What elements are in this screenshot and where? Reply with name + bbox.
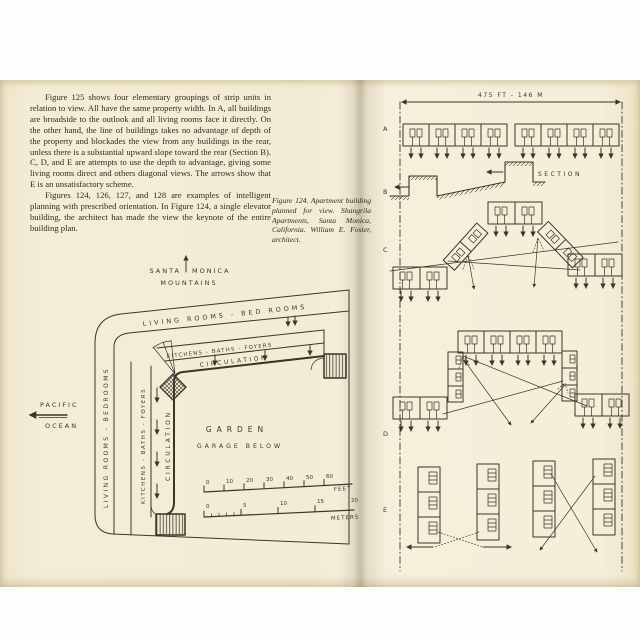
scheme-letter-b: B: [383, 188, 387, 196]
book-spread: Figure 125 shows four elementary groupin…: [0, 80, 640, 587]
diagonal-view-arrow: [530, 384, 566, 424]
slab-building: [592, 458, 616, 536]
band-label-living-left: LIVING ROOMS - BEDROOMS: [103, 367, 110, 508]
view-arrows: [466, 355, 554, 365]
svg-text:0: 0: [206, 504, 210, 510]
strip-unit-schemes-diagram: 475 FT - 146 M A B C D E: [383, 92, 630, 572]
body-text-column: Figure 125 shows four elementary groupin…: [30, 92, 271, 234]
garage-below-label: GARAGE BELOW: [197, 443, 283, 450]
slab-building: [447, 351, 464, 403]
svg-text:OCEAN: OCEAN: [45, 422, 78, 430]
crossed-sight-lines-dotted: [434, 531, 484, 548]
view-arrows: [496, 226, 533, 236]
svg-text:10: 10: [280, 501, 287, 507]
view-arrows: [523, 148, 611, 158]
view-fan-dots: [462, 237, 545, 270]
garden-label: GARDEN: [206, 425, 268, 434]
elevator-core: [152, 339, 187, 401]
strip-building: [392, 396, 448, 420]
dimension-label: 475 FT - 146 M: [478, 92, 544, 99]
scheme-e: [406, 458, 616, 553]
page-gutter-shadow: [338, 80, 386, 587]
scale-bar-feet: 0 10 20 30 40 50 60 FEET: [203, 474, 353, 493]
diagonal-view-arrow: [467, 254, 476, 290]
paragraph-figure-125: Figure 125 shows four elementary groupin…: [30, 92, 271, 190]
strip-building: [402, 123, 508, 147]
scheme-a: [402, 123, 620, 158]
svg-text:50: 50: [306, 475, 313, 481]
view-arrows: [583, 418, 620, 428]
scheme-letter-e: E: [383, 506, 387, 514]
diagonal-view-arrow: [532, 237, 539, 288]
band-label-living-top: LIVING ROOMS - BED ROOMS: [142, 303, 307, 328]
svg-text:5: 5: [243, 503, 247, 509]
view-fan-dots: [458, 355, 569, 394]
svg-text:0: 0: [206, 480, 210, 486]
fan-stair: [152, 339, 176, 375]
svg-text:30: 30: [266, 477, 273, 483]
strip-building: [514, 123, 620, 147]
paragraph-figures-124-128: Figures 124, 126, 127, and 128 are examp…: [30, 190, 271, 233]
slab-building: [476, 463, 500, 541]
scheme-b-section: SECTION: [389, 161, 582, 200]
strip-building: [487, 201, 543, 225]
pacific-ocean-label: PACIFIC OCEAN: [28, 401, 79, 430]
figure-124-caption: Figure 124. Apartment building planned f…: [272, 196, 371, 245]
svg-text:20: 20: [351, 498, 358, 504]
svg-text:60: 60: [326, 474, 333, 480]
svg-text:MONICA: MONICA: [192, 267, 231, 275]
svg-text:PACIFIC: PACIFIC: [40, 401, 79, 409]
angled-building: [537, 220, 584, 269]
section-label: SECTION: [538, 171, 582, 178]
stair-top-right: [310, 353, 347, 379]
sight-lines: [389, 241, 619, 272]
scheme-d: [392, 330, 630, 431]
strip-building: [392, 266, 448, 290]
svg-text:MOUNTAINS: MOUNTAINS: [160, 279, 217, 287]
band-label-circulation-left: CIRCULATION: [165, 410, 172, 481]
scheme-letter-c: C: [383, 246, 388, 254]
crossed-view-arrow: [539, 475, 596, 551]
circulation-arrows-top: [212, 344, 313, 366]
site-plan-diagram: SANTA MONICA MOUNTAINS PACIFIC OCEAN: [28, 255, 360, 545]
svg-text:METERS: METERS: [331, 515, 360, 522]
view-arrows: [401, 421, 438, 431]
view-arrows: [411, 148, 499, 158]
scheme-letter-a: A: [383, 125, 388, 133]
svg-text:15: 15: [317, 499, 324, 505]
svg-text:10: 10: [226, 479, 233, 485]
svg-text:40: 40: [286, 476, 293, 482]
slab-building: [561, 350, 578, 402]
slab-building: [532, 460, 556, 538]
crossed-view-arrow: [550, 473, 598, 553]
property-width-dimension: 475 FT - 146 M: [401, 92, 621, 105]
svg-text:20: 20: [246, 478, 253, 484]
sight-lines: [442, 355, 588, 415]
view-arrows: [401, 291, 438, 301]
scheme-letter-d: D: [383, 430, 388, 438]
slab-building: [417, 466, 441, 544]
santa-monica-mountains-label: SANTA MONICA MOUNTAINS: [150, 255, 231, 287]
scheme-c: [389, 201, 623, 301]
svg-text:SANTA: SANTA: [150, 267, 181, 275]
scale-bar-meters: 0 5 10 15 20 METERS: [203, 498, 360, 522]
diagonal-view-arrow: [463, 359, 512, 426]
plan-outline: [94, 289, 350, 545]
strip-building: [574, 393, 630, 417]
svg-text:FEET: FEET: [334, 486, 352, 493]
stair-bottom-left: [150, 503, 186, 536]
view-arrows: [576, 278, 613, 288]
strip-building: [457, 330, 563, 354]
band-label-kitchens-left: KITCHENS - BATHS - FOYERS: [141, 388, 147, 504]
